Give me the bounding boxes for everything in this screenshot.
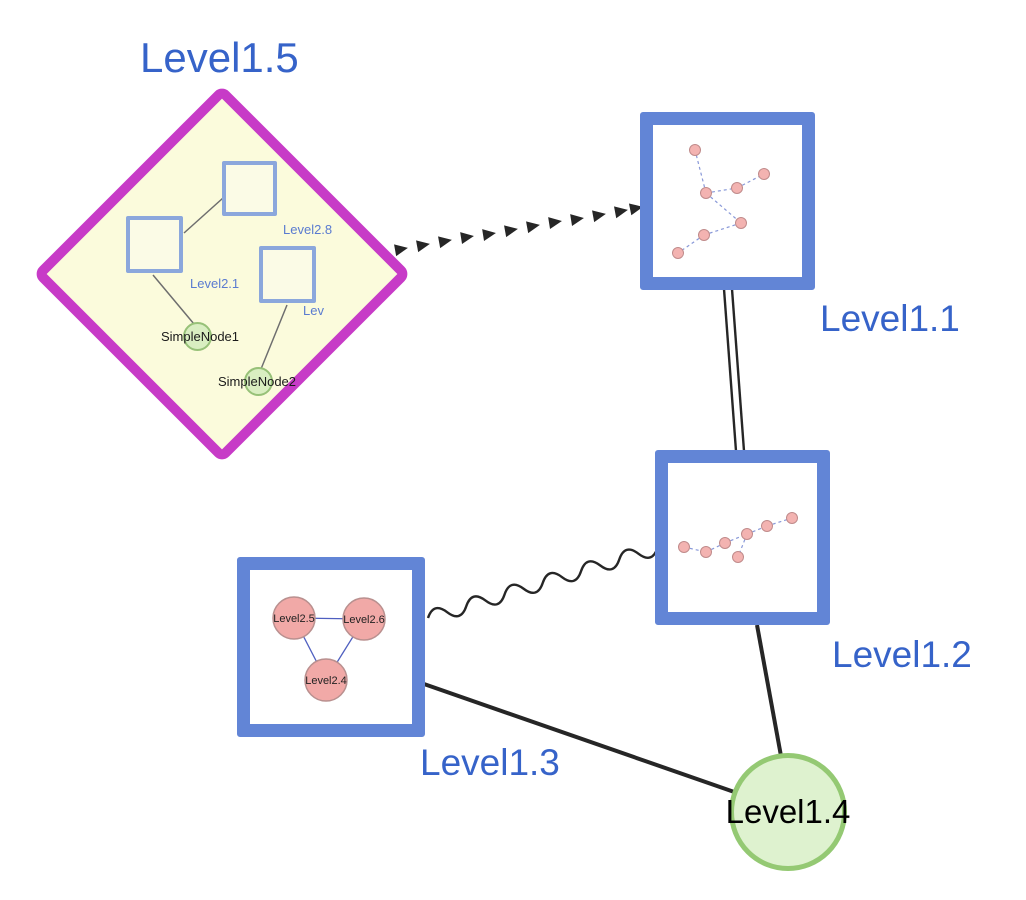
edge-level21-to-simplenode1 — [152, 274, 195, 325]
node-level2-8[interactable] — [222, 161, 277, 216]
mini-node[interactable] — [741, 528, 753, 540]
edge-level13-to-level14 — [423, 682, 741, 796]
mini-node[interactable] — [758, 168, 770, 180]
node-lev[interactable] — [259, 246, 316, 303]
edge-lev-to-simplenode2 — [260, 304, 288, 370]
mini-node[interactable] — [698, 229, 710, 241]
edge-level11-to-level12-a — [722, 288, 738, 452]
level1-1-subgraph — [672, 144, 770, 259]
mini-node[interactable] — [732, 551, 744, 563]
mini-edges — [677, 149, 765, 254]
node-label-lev: Lev — [303, 303, 324, 318]
node-label-level1-3: Level1.3 — [420, 742, 560, 783]
mini-node[interactable] — [689, 144, 701, 156]
node-simplenode2[interactable] — [244, 367, 273, 396]
node-label-level1-1: Level1.1 — [820, 298, 960, 339]
mini-node[interactable] — [678, 541, 690, 553]
edge-level12-to-level14 — [755, 624, 783, 757]
node-label-level2-1: Level2.1 — [190, 276, 240, 291]
mini-node[interactable] — [761, 520, 773, 532]
edge-level15-to-level11 — [394, 203, 643, 257]
mini-node[interactable] — [735, 217, 747, 229]
node-level1-4[interactable]: Level1.4 — [726, 753, 850, 871]
mini-node[interactable] — [700, 187, 712, 199]
node-label-level2-8: Level2.8 — [283, 222, 333, 237]
edge-level21-to-level28 — [183, 197, 224, 234]
level1-2-subgraph — [678, 512, 798, 563]
mini-node[interactable] — [731, 182, 743, 194]
node-label-level1-5: Level1.5 — [140, 34, 299, 81]
node-label-simplenode1: SimpleNode1 — [160, 329, 240, 344]
node-simplenode1[interactable] — [183, 322, 212, 351]
node-level1-3[interactable]: Level2.5 Level2.6 Level2.4 — [237, 557, 425, 737]
node-label-level1-4: Level1.4 — [725, 793, 851, 830]
level1-3-subgraph: Level2.5 Level2.6 Level2.4 — [272, 596, 386, 702]
mini-node[interactable] — [700, 546, 712, 558]
node-level2-5[interactable] — [272, 596, 316, 640]
node-level2-6[interactable] — [342, 597, 386, 641]
edge-level11-to-level12-b — [730, 288, 746, 452]
mini-node[interactable] — [786, 512, 798, 524]
mini-node[interactable] — [719, 537, 731, 549]
node-level2-1[interactable] — [126, 216, 183, 273]
node-label-simplenode2: SimpleNode2 — [217, 374, 297, 389]
node-label-level2-4: Level2.4 — [305, 675, 347, 687]
mini-edges — [683, 517, 793, 558]
edge-level13-to-level12 — [426, 547, 659, 619]
node-level2-4[interactable] — [304, 658, 348, 702]
node-label-level2-6: Level2.6 — [343, 614, 385, 626]
node-label-level2-5: Level2.5 — [273, 613, 315, 625]
node-label-level1-2: Level1.2 — [832, 634, 972, 675]
mini-node[interactable] — [672, 247, 684, 259]
node-level1-1[interactable] — [640, 112, 815, 290]
node-level1-2[interactable] — [655, 450, 830, 625]
